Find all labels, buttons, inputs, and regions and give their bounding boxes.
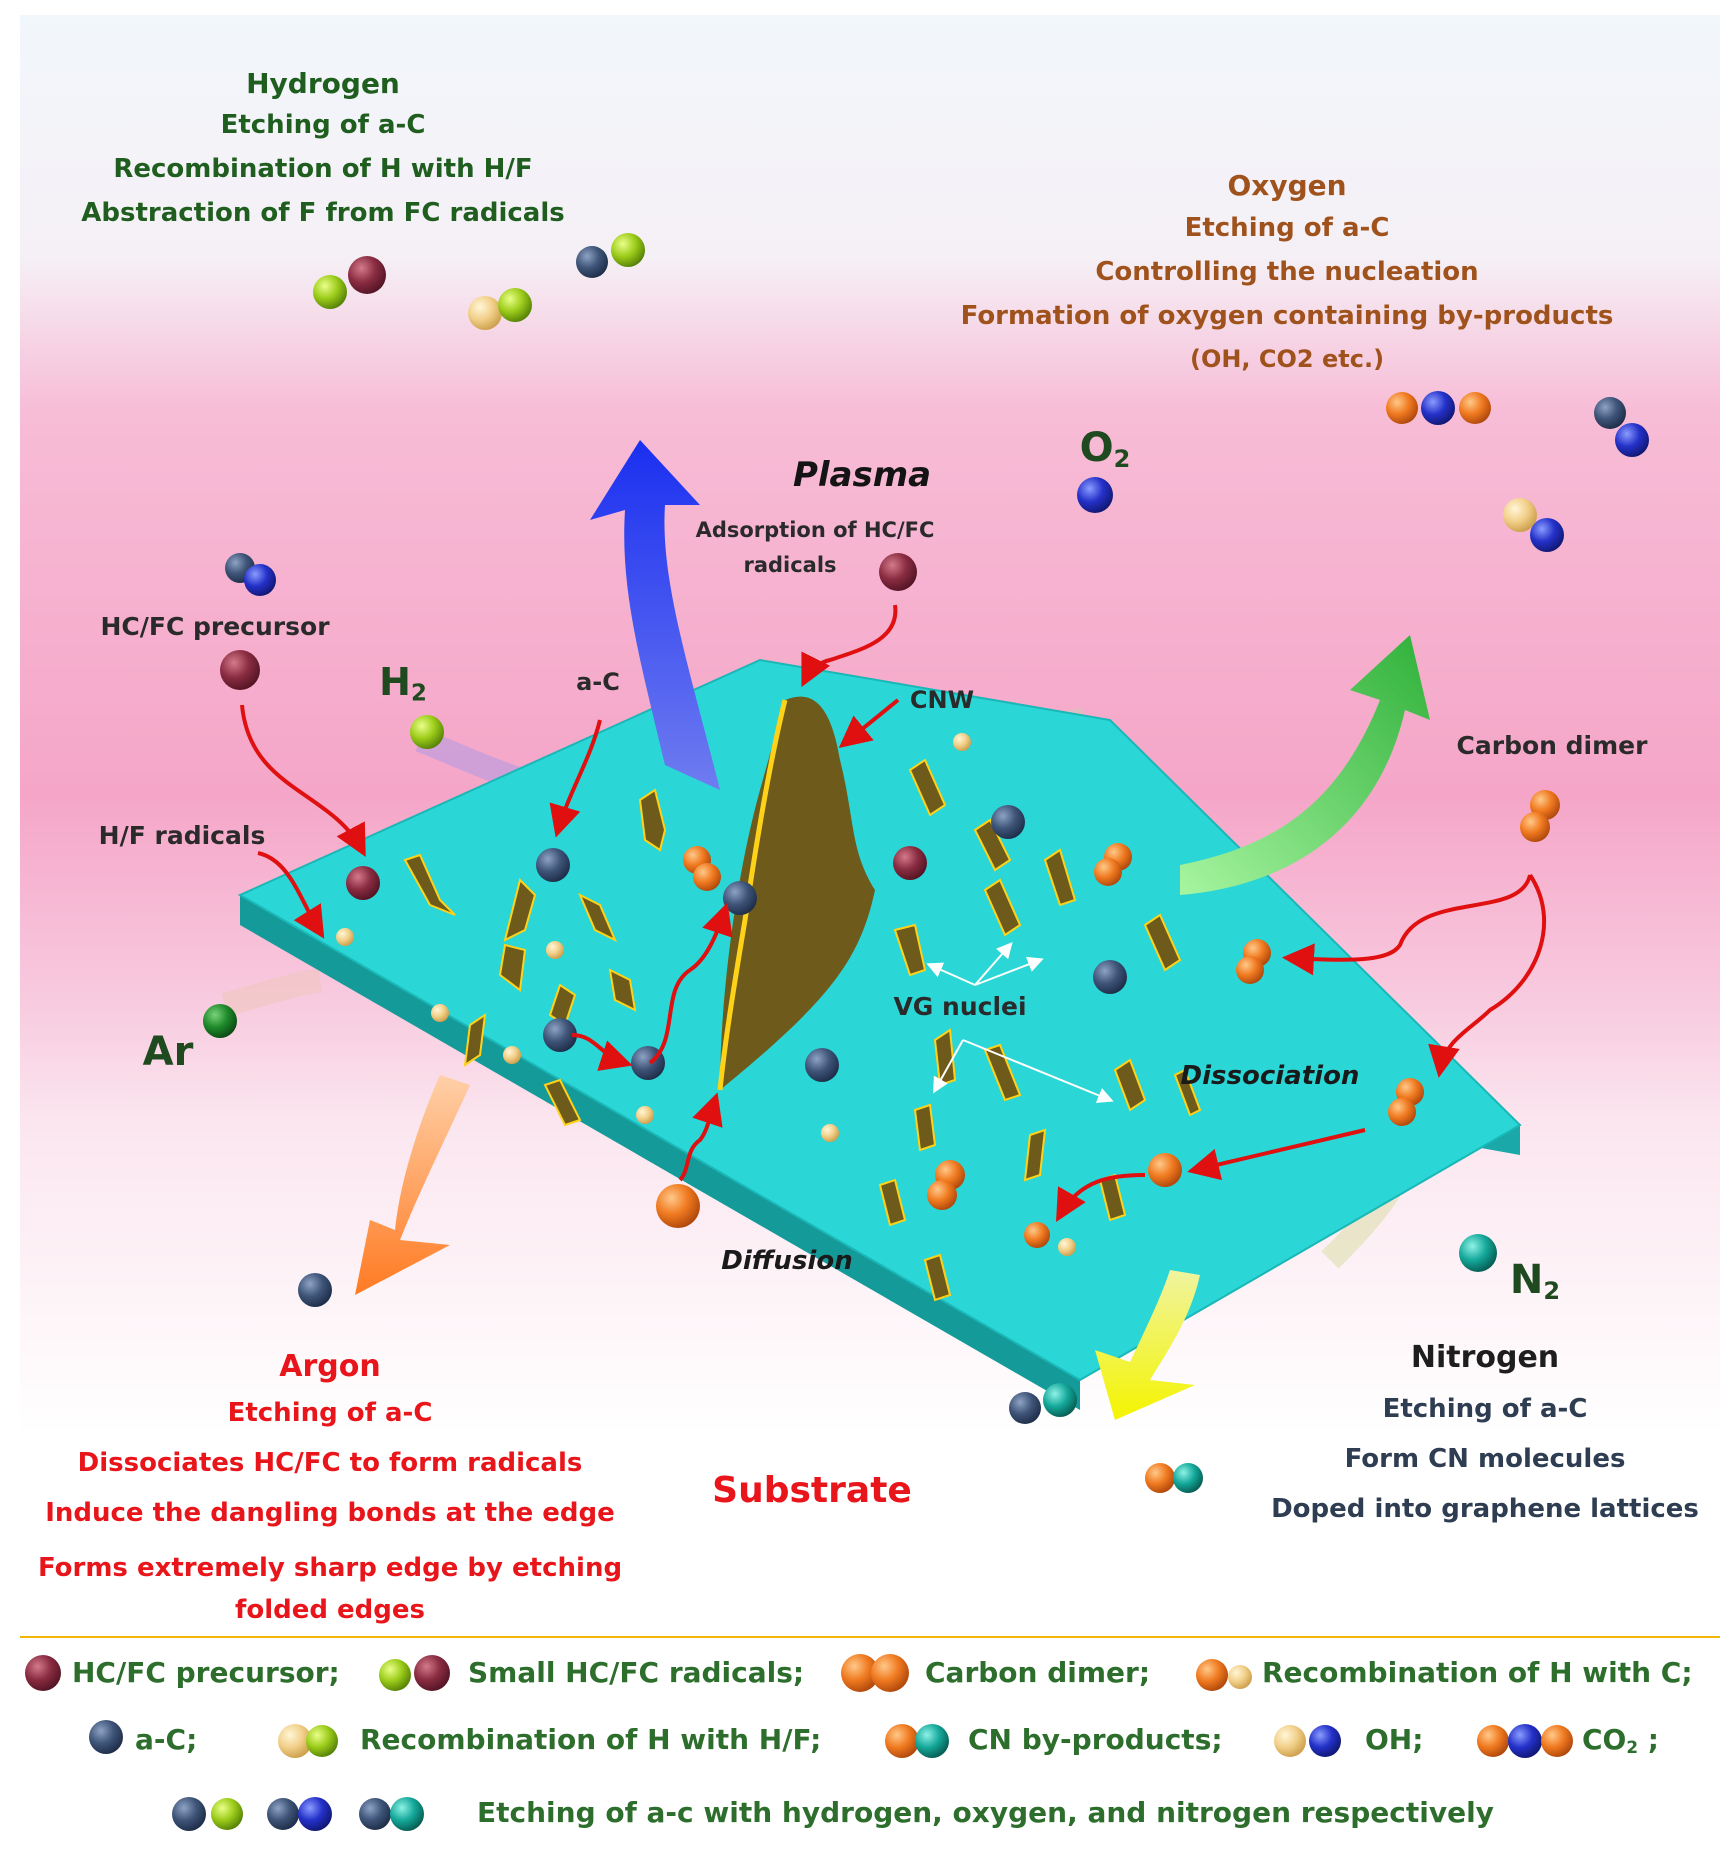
legend-etching: Etching of a-c with hydrogen, oxygen, an… <box>477 1796 1494 1829</box>
ar-label: Ar <box>142 1029 194 1075</box>
substrate-plate <box>237 658 1522 1410</box>
legend-co2: CO2 ; <box>1582 1723 1659 1758</box>
h2-label: H2 <box>379 660 427 707</box>
nitrogen-title: Nitrogen <box>1410 1340 1560 1375</box>
nitrogen-line-1: Etching of a-C <box>1382 1394 1588 1424</box>
oxygen-line-4: (OH, CO2 etc.) <box>1189 345 1385 373</box>
nitrogen-out-arrow <box>1095 1270 1200 1420</box>
n2-label: N2 <box>1509 1257 1561 1305</box>
o2-label: O2 <box>1079 425 1131 473</box>
oxygen-line-1: Etching of a-C <box>1184 213 1390 243</box>
legend-hcfc-precursor: HC/FC precursor; <box>72 1656 340 1689</box>
adsorption-label-1: Adsorption of HC/FC <box>695 518 935 542</box>
hydrogen-line-2: Recombination of H with H/F <box>113 154 533 184</box>
oxygen-line-2: Controlling the nucleation <box>1095 257 1479 287</box>
legend-ac: a-C; <box>135 1723 198 1756</box>
plasma-label: Plasma <box>792 455 932 495</box>
hf-radicals-label: H/F radicals <box>98 821 266 850</box>
vg-nuclei-arrows <box>926 941 1114 1103</box>
argon-title: Argon <box>279 1349 381 1384</box>
argon-line-1: Etching of a-C <box>227 1398 433 1428</box>
red-process-arrows <box>240 604 1546 1222</box>
substrate-label: Substrate <box>712 1470 912 1511</box>
legend-cn-byproducts: CN by-products; <box>968 1723 1223 1756</box>
oxygen-line-3: Formation of oxygen containing by-produc… <box>960 301 1614 331</box>
argon-line-5: folded edges <box>235 1595 425 1625</box>
hydrogen-line-1: Etching of a-C <box>220 110 426 140</box>
oxygen-out-arrow <box>1180 635 1430 895</box>
legend-oh: OH; <box>1365 1723 1424 1756</box>
cnw-flake <box>720 696 875 1090</box>
argon-line-3: Induce the dangling bonds at the edge <box>45 1498 615 1528</box>
hydrogen-out-arrow <box>590 440 720 790</box>
ac-label: a-C <box>576 668 620 696</box>
argon-out-arrow <box>355 1075 470 1295</box>
diffusion-label: Diffusion <box>721 1246 853 1276</box>
cnw-label: CNW <box>909 686 975 714</box>
legend-icons <box>25 1654 1573 1831</box>
oxygen-title: Oxygen <box>1227 169 1347 202</box>
argon-line-4: Forms extremely sharp edge by etching <box>37 1553 623 1583</box>
dissociation-label: Dissociation <box>1180 1061 1360 1091</box>
molecule-spheres <box>203 233 1649 1493</box>
argon-line-2: Dissociates HC/FC to form radicals <box>77 1448 583 1478</box>
legend-carbon-dimer: Carbon dimer; <box>925 1656 1151 1689</box>
vg-nuclei-flakes <box>403 758 1202 1302</box>
legend-recomb-h-c: Recombination of H with C; <box>1262 1656 1693 1689</box>
hydrogen-title: Hydrogen <box>246 67 400 100</box>
legend-recomb-h-hf: Recombination of H with H/F; <box>360 1723 822 1756</box>
nitrogen-line-2: Form CN molecules <box>1344 1444 1626 1474</box>
vg-nuclei-label: VG nuclei <box>893 992 1027 1021</box>
adsorption-label-2: radicals <box>743 553 837 577</box>
hcfc-precursor-label: HC/FC precursor <box>100 612 330 641</box>
nitrogen-line-3: Doped into graphene lattices <box>1271 1494 1699 1524</box>
hydrogen-line-3: Abstraction of F from FC radicals <box>81 198 565 228</box>
legend-small-radicals: Small HC/FC radicals; <box>468 1656 805 1689</box>
carbon-dimer-label: Carbon dimer <box>1456 731 1648 760</box>
